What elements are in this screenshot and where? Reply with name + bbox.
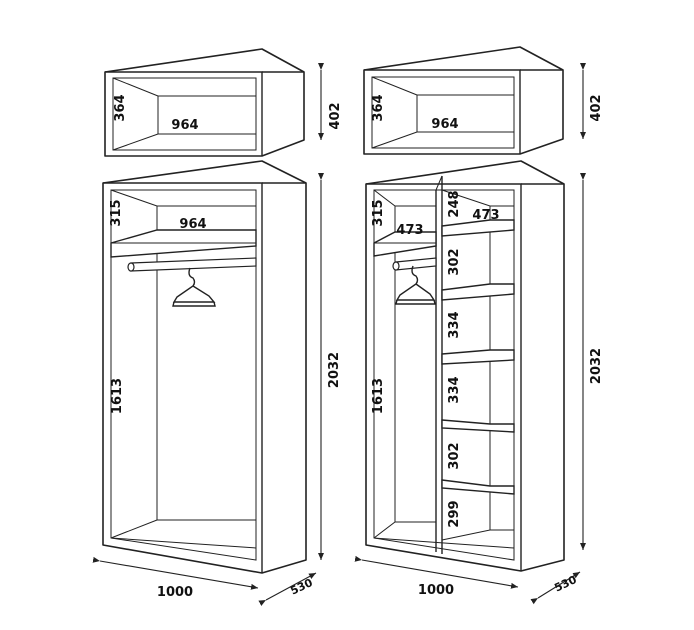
right-shelf-height-label-3: 334: [447, 376, 462, 403]
right-shelf-height-label-5: 299: [447, 500, 462, 527]
right-right-top-width-label: 473: [472, 208, 499, 223]
right-outer-height-label: 2032: [589, 348, 604, 384]
right-left-top-height-label: 315: [371, 199, 386, 226]
right-right-top-height-label: 248: [447, 190, 462, 217]
left-top-box: [104, 48, 305, 157]
left-top-box-width-label: 964: [171, 118, 198, 133]
left-depth-arrow: [258, 572, 317, 606]
left-hanging-rod: [127, 257, 257, 272]
left-top-box-outer-height-label: 402: [328, 102, 343, 129]
right-width-arrow: [354, 555, 519, 589]
right-shelf-height-label-4: 302: [447, 442, 462, 469]
right-left-top-width-label: 473: [396, 223, 423, 238]
right-top-box: [363, 46, 564, 155]
right-top-box-height-label: 364: [371, 94, 386, 121]
left-top-shelf-height-label: 315: [109, 199, 124, 226]
right-shelf-height-label-2: 334: [447, 311, 462, 338]
right-depth-label: 530: [552, 573, 579, 595]
right-outer-width-label: 1000: [418, 583, 454, 598]
left-depth-label: 530: [288, 576, 315, 598]
left-hanger-icon: [172, 267, 216, 307]
left-hanging-height-label: 1613: [110, 378, 125, 414]
right-hanger-icon: [395, 265, 436, 305]
left-width-arrow: [92, 556, 259, 590]
right-shelf-height-label-1: 302: [447, 248, 462, 275]
right-top-box-width-label: 964: [431, 117, 458, 132]
left-outer-height-label: 2032: [327, 352, 342, 388]
right-depth-arrow: [530, 571, 581, 605]
left-outer-width-label: 1000: [157, 585, 193, 600]
left-top-shelf-width-label: 964: [179, 217, 206, 232]
right-hanging-height-label: 1613: [371, 378, 386, 414]
right-top-box-outer-height-label: 402: [589, 94, 604, 121]
left-top-box-height-label: 364: [113, 94, 128, 121]
right-hanging-rod: [392, 257, 437, 271]
